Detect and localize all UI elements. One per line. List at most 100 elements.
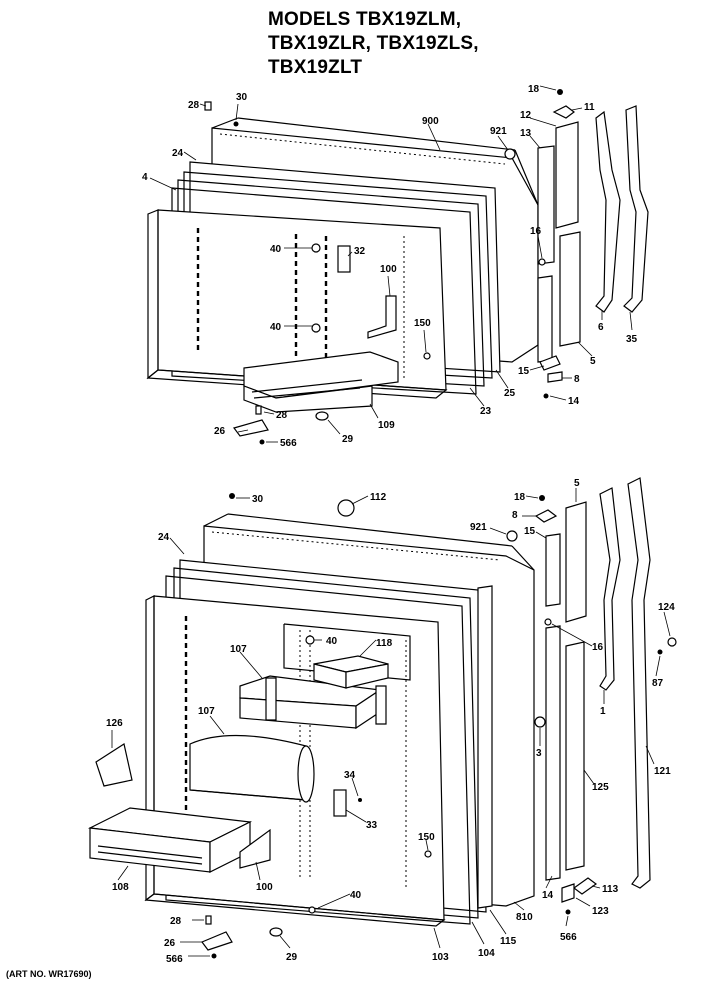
stop-113 (572, 877, 598, 895)
hinge-pin-26 (232, 419, 269, 437)
callout: 26 (164, 938, 176, 949)
plug-28 (205, 915, 212, 925)
plug-921 (506, 530, 518, 542)
screw-30 (229, 493, 235, 499)
callout: 15 (518, 366, 530, 377)
gasket-115 (477, 585, 493, 909)
bracket-8 (547, 371, 563, 383)
shelf-support-100 (367, 295, 397, 339)
bracket-123 (561, 883, 575, 903)
callout: 15 (524, 526, 536, 537)
models-title-line-3: TBX19ZLT (268, 57, 363, 78)
block-15 (539, 355, 561, 371)
fresh-food-lower-bin (87, 807, 253, 873)
models-title-line-1: MODELS TBX19ZLM, (268, 9, 462, 30)
freezer-callout-labels: 28 30 900 921 18 12 11 13 24 4 16 40 32 … (142, 84, 638, 449)
cap-112 (337, 499, 355, 517)
callout: 900 (422, 116, 439, 127)
freezer-leader-lines (149, 85, 633, 443)
handle-121 (627, 477, 651, 889)
callout: 150 (414, 318, 431, 329)
callout: 14 (542, 890, 554, 901)
callout: 5 (574, 478, 580, 489)
screw-34 (358, 798, 362, 802)
callout: 16 (592, 642, 604, 653)
callout: 25 (504, 388, 516, 399)
screw-40-upper (305, 635, 315, 645)
callout: 40 (326, 636, 338, 647)
callout: 16 (530, 226, 542, 237)
screw-30 (233, 121, 239, 127)
callout: 24 (172, 148, 184, 159)
dairy-compartment-cover (189, 734, 315, 803)
callout: 13 (520, 128, 532, 139)
callout: 921 (490, 126, 507, 137)
callout: 28 (188, 100, 200, 111)
callout: 121 (654, 766, 671, 777)
bracket-32 (337, 245, 351, 273)
screw-40-lower (308, 906, 316, 914)
freezer-shelf-bin (243, 351, 399, 413)
screw-566-left (211, 953, 217, 959)
callout: 125 (592, 782, 609, 793)
callout: 1 (600, 706, 606, 717)
callout: 8 (574, 374, 580, 385)
callout: 115 (500, 936, 517, 947)
bracket-33 (333, 789, 347, 817)
screw-566 (259, 439, 265, 445)
plug-921 (504, 148, 516, 160)
callout: 103 (432, 952, 449, 963)
fresh-food-leader-lines (111, 488, 671, 957)
models-title: MODELS TBX19ZLM, TBX19ZLR, TBX19ZLS, TBX… (268, 8, 479, 80)
screw-566-right (565, 909, 571, 915)
screw-87 (657, 649, 663, 655)
callout: 6 (598, 322, 604, 333)
shelf-bracket-left (265, 677, 277, 721)
screw-18 (539, 495, 545, 501)
screw-40-upper (311, 243, 321, 253)
callout: 118 (376, 638, 393, 649)
callout: 26 (214, 426, 226, 437)
callout: 32 (354, 246, 366, 257)
callout: 23 (480, 406, 492, 417)
callout: 8 (512, 510, 518, 521)
callout: 112 (370, 492, 387, 503)
callout: 30 (236, 92, 248, 103)
handle-35 (623, 105, 649, 313)
callout: 566 (280, 438, 297, 449)
freezer-door-assembly: 28 30 900 921 18 12 11 13 24 4 16 40 32 … (142, 84, 649, 449)
callout: 104 (478, 948, 495, 959)
plug-124 (667, 637, 677, 647)
callout: 566 (560, 932, 577, 943)
callout: 100 (256, 882, 273, 893)
plug-28-lower (255, 405, 262, 415)
hinge-cover-5 (565, 501, 587, 623)
screw-40-lower (311, 323, 321, 333)
art-number: (ART NO. WR17690) (6, 969, 92, 979)
models-title-line-2: TBX19ZLR, TBX19ZLS, (268, 33, 479, 54)
shelf-support-100 (239, 828, 271, 869)
callout: 28 (170, 916, 182, 927)
hinge-plate-12 (555, 121, 579, 229)
callout: 810 (516, 912, 533, 923)
callout: 4 (142, 172, 148, 183)
fresh-food-callout-labels: 30 112 18 5 8 921 15 24 124 40 118 107 1… (106, 478, 675, 965)
callout: 113 (602, 884, 619, 895)
screw-16 (538, 258, 546, 266)
callout: 3 (536, 748, 542, 759)
bottle-retainer-126 (95, 743, 133, 787)
bracket-8 (534, 509, 558, 523)
callout: 100 (380, 264, 397, 275)
callout: 107 (230, 644, 247, 655)
callout: 29 (342, 434, 354, 445)
strip-14 (545, 625, 561, 881)
callout: 28 (276, 410, 288, 421)
bracket-11 (552, 105, 575, 119)
handle-6 (595, 110, 621, 313)
callout: 33 (366, 820, 378, 831)
callout: 40 (270, 322, 282, 333)
callout: 126 (106, 718, 123, 729)
screw-16 (544, 618, 552, 626)
freezer-door-liner (146, 209, 448, 399)
